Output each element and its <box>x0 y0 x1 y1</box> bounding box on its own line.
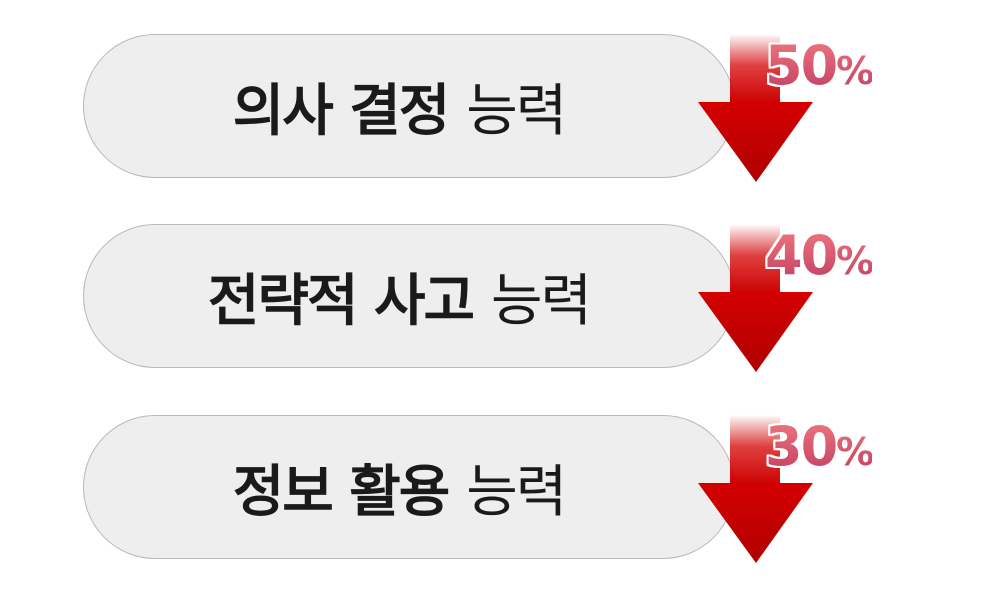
skill-suffix: 능력 <box>466 78 567 144</box>
down-arrow-icon <box>698 34 813 182</box>
decrease-percent: 50% <box>765 34 872 97</box>
down-arrow-icon <box>698 224 813 372</box>
percent-value: 40 <box>765 224 837 287</box>
decrease-percent: 40% <box>765 224 872 287</box>
skill-name: 정보 활용 <box>232 459 451 525</box>
skill-name: 전략적 사고 <box>207 268 475 334</box>
skill-suffix: 능력 <box>491 268 592 334</box>
skill-suffix: 능력 <box>466 459 567 525</box>
percent-value: 30 <box>765 415 837 478</box>
percent-unit: % <box>836 49 873 93</box>
percent-unit: % <box>836 430 873 474</box>
down-arrow-icon <box>698 415 813 563</box>
decrease-percent: 30% <box>765 415 872 478</box>
percent-unit: % <box>836 239 873 283</box>
skill-name: 의사 결정 <box>232 78 451 144</box>
percent-value: 50 <box>765 34 837 97</box>
